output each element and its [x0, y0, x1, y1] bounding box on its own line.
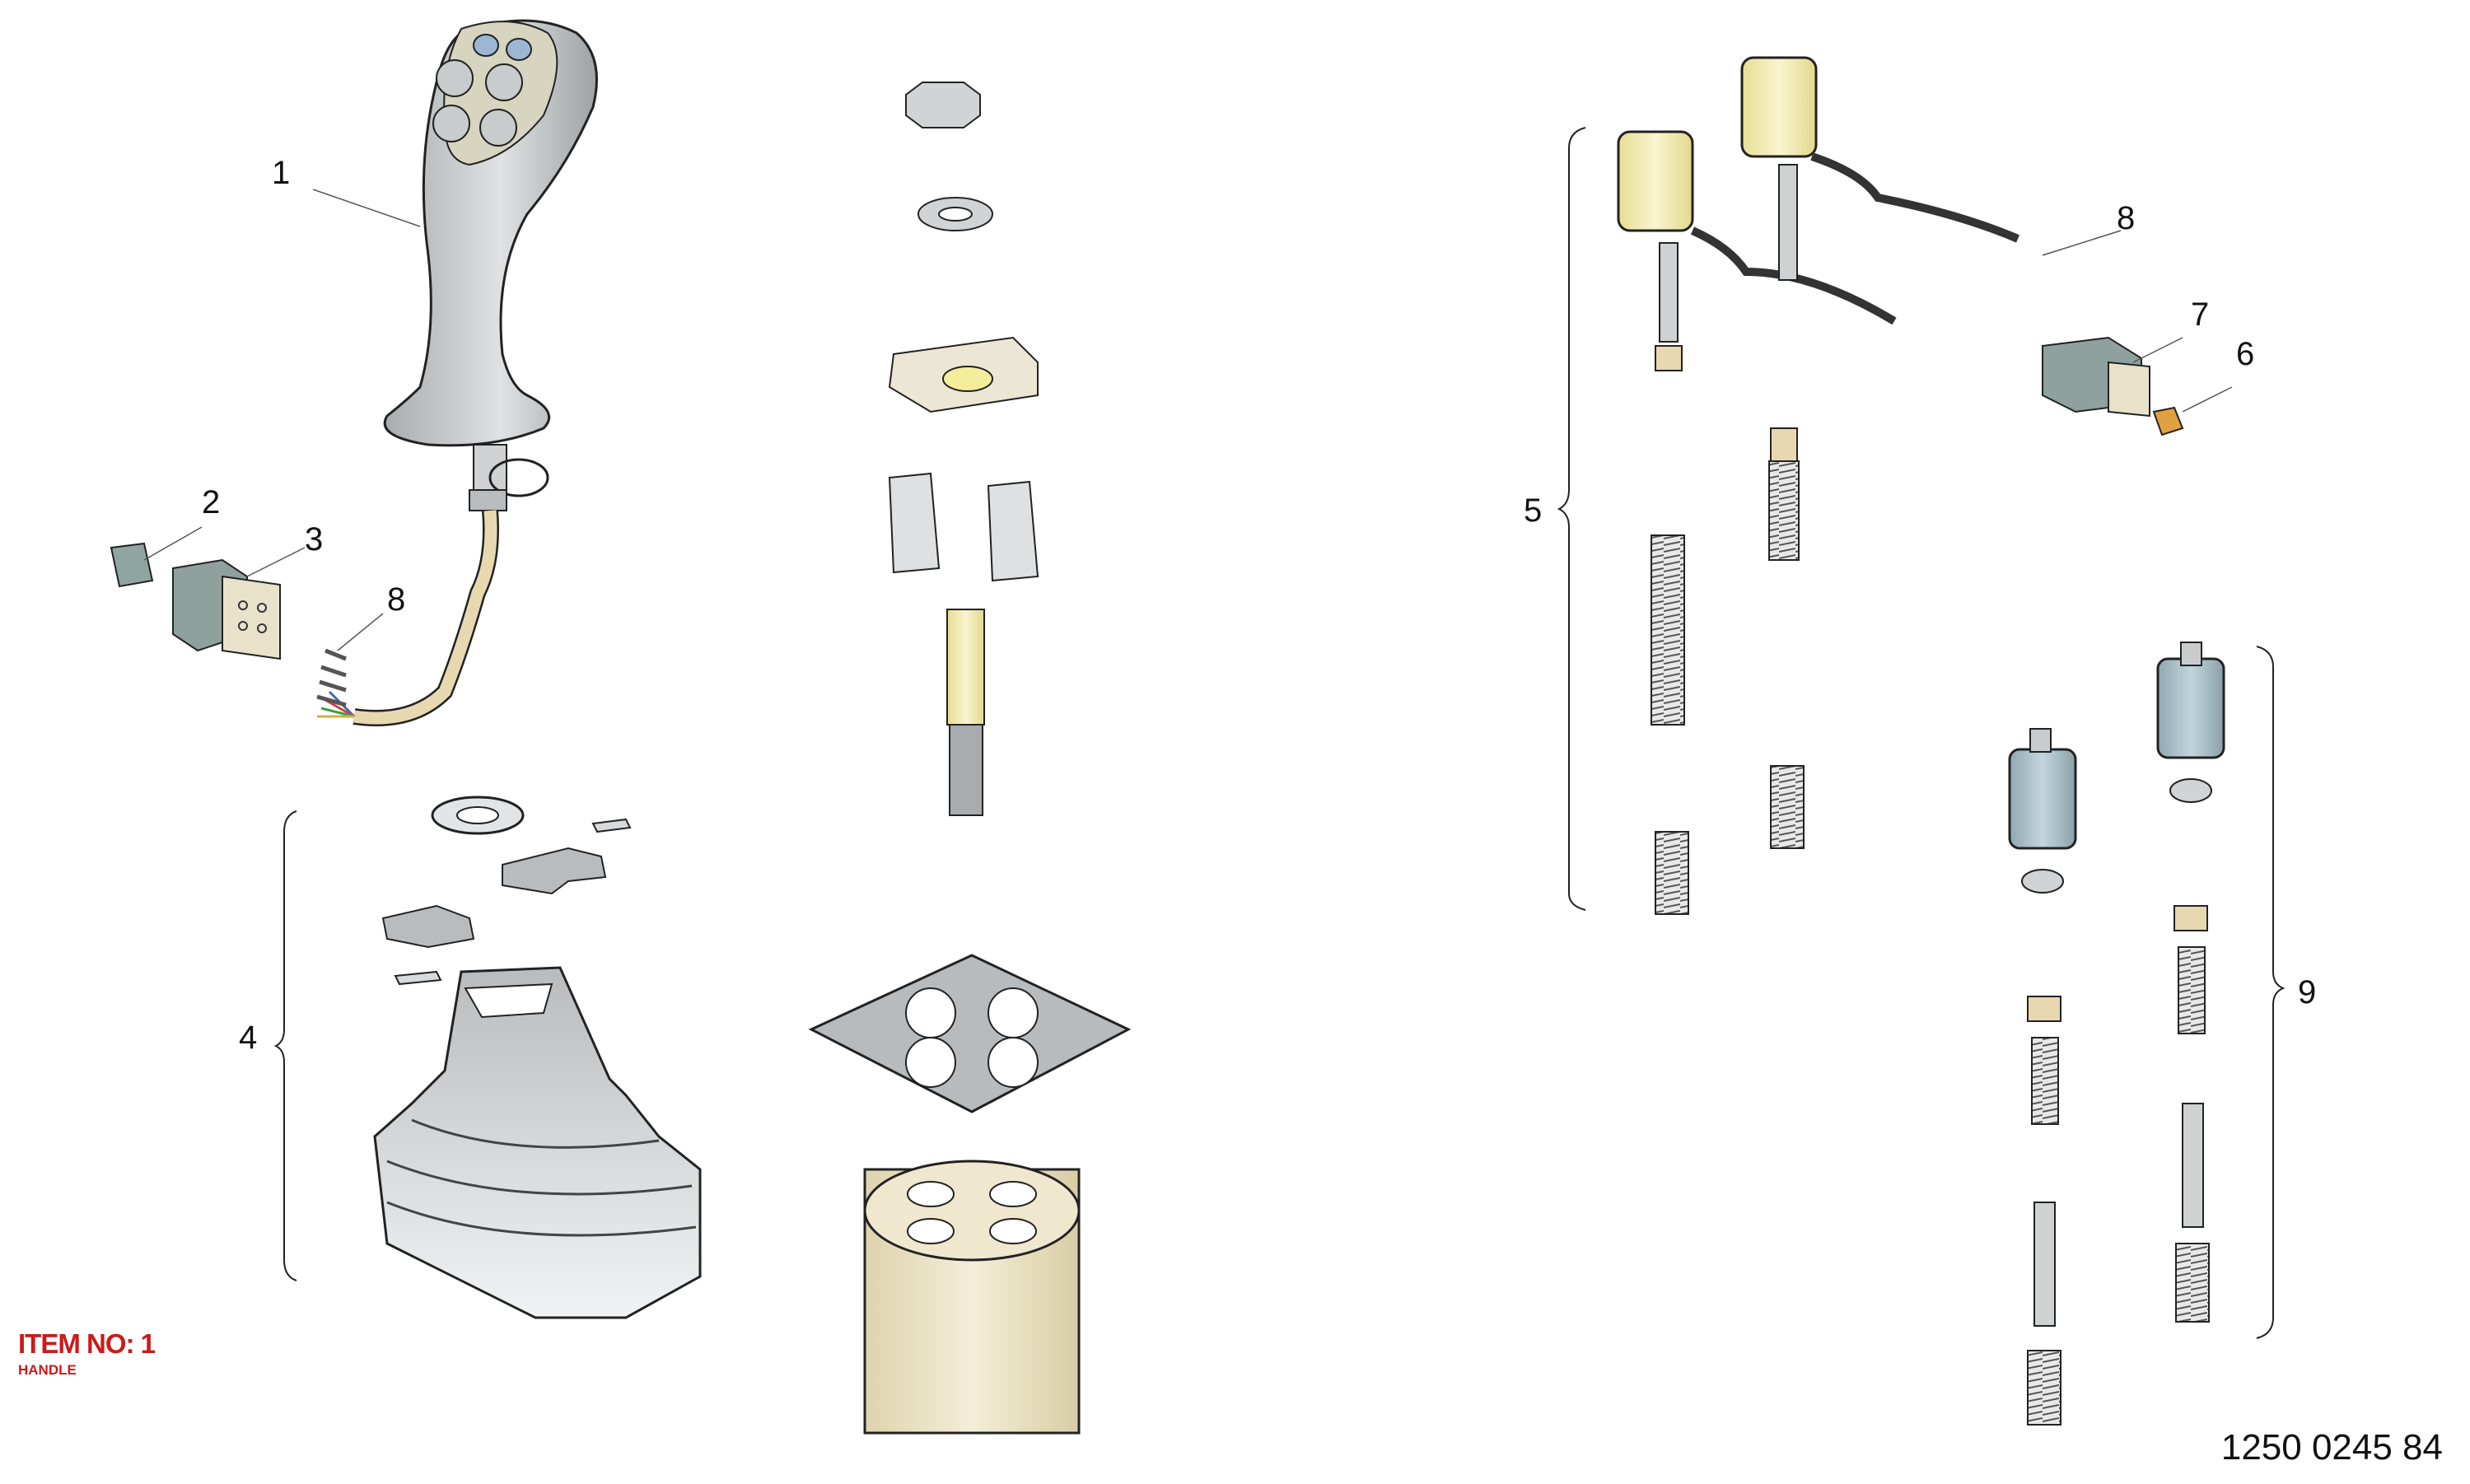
document-number: 1250 0245 84 — [2220, 1427, 2443, 1468]
boot-assembly-part — [373, 796, 702, 1319]
center-assembly — [808, 82, 1132, 1435]
callout-5: 5 — [1524, 492, 1543, 529]
item-name-label: HANDLE — [18, 1362, 77, 1378]
wedge-lock-part — [2152, 406, 2184, 436]
bracket-4 — [273, 810, 297, 1281]
callout-9: 9 — [2298, 974, 2317, 1010]
item-number-label: ITEM NO: 1 — [18, 1328, 156, 1359]
plug-assembly-right — [2156, 642, 2225, 1323]
callout-8-right: 8 — [2117, 200, 2136, 236]
callout-4: 4 — [239, 1020, 258, 1056]
callout-2: 2 — [202, 484, 221, 520]
handle-part — [316, 19, 598, 726]
connector-part — [2042, 336, 2150, 418]
bracket-9 — [2256, 646, 2286, 1339]
callout-1: 1 — [272, 155, 291, 191]
callout-3: 3 — [305, 521, 324, 558]
bracket-5 — [1557, 127, 1586, 911]
solenoid-part-right — [1740, 56, 2019, 849]
solenoid-part-left — [1617, 130, 1897, 915]
connector-housing-part — [172, 558, 281, 660]
plug-assembly-left — [2008, 728, 2077, 1426]
callout-7: 7 — [2191, 296, 2210, 333]
callout-6: 6 — [2236, 336, 2255, 372]
seal-part — [110, 542, 154, 588]
callout-8-left: 8 — [387, 581, 406, 618]
leader-lines — [143, 189, 2233, 651]
